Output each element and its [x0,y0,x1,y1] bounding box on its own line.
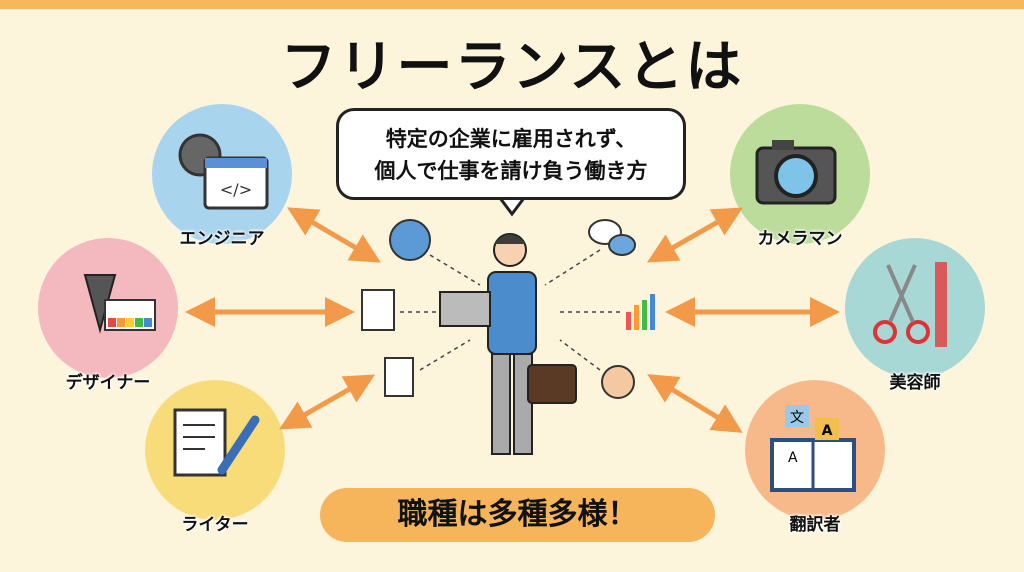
label-engineer: エンジニア [179,229,265,249]
label-translator: 翻訳者 [789,515,841,535]
arrow-engineer [287,207,381,263]
top-bar [0,0,1024,9]
head-gear-icon [601,365,635,399]
arrows [185,207,840,433]
contract-icon [384,357,414,397]
definition-bubble: 特定の企業に雇用されず、個人で仕事を請け負う働き方 [336,108,686,200]
chat-icon [588,219,636,256]
page-title: フリーランスとは [280,35,744,100]
definition-line-2: 個人で仕事を請け負う働き方 [374,159,648,183]
scissors-comb-icon [873,262,947,347]
freelancer-illustration [439,233,577,455]
paper-pen-icon [173,408,260,477]
svg-text:</>: </> [220,180,252,199]
bubble-tail [498,197,526,217]
summary-banner: 職種は多種多様！ [320,488,715,542]
label-writer: ライター [181,515,249,535]
definition-line-1: 特定の企業に雇用されず、 [385,127,637,151]
label-cameraman: カメラマン [757,229,843,249]
arrow-translator [647,374,743,433]
svg-text:文: 文 [790,410,804,426]
document-icon [361,289,395,331]
gear-code-icon: </> [178,133,269,210]
user-icon [389,219,431,261]
hairdresser-circle [845,238,985,378]
pen-palette-icon [83,274,156,334]
label-designer: デザイナー [65,373,151,393]
svg-text:A: A [788,450,798,466]
arrow-writer [278,374,376,430]
arrow-cameraman [646,207,744,263]
book-translate-icon: 文 A A [770,405,856,492]
chart-icon [626,294,655,330]
label-hairdresser: 美容師 [889,373,941,393]
camera-icon [755,140,837,205]
svg-text:A: A [822,423,833,439]
